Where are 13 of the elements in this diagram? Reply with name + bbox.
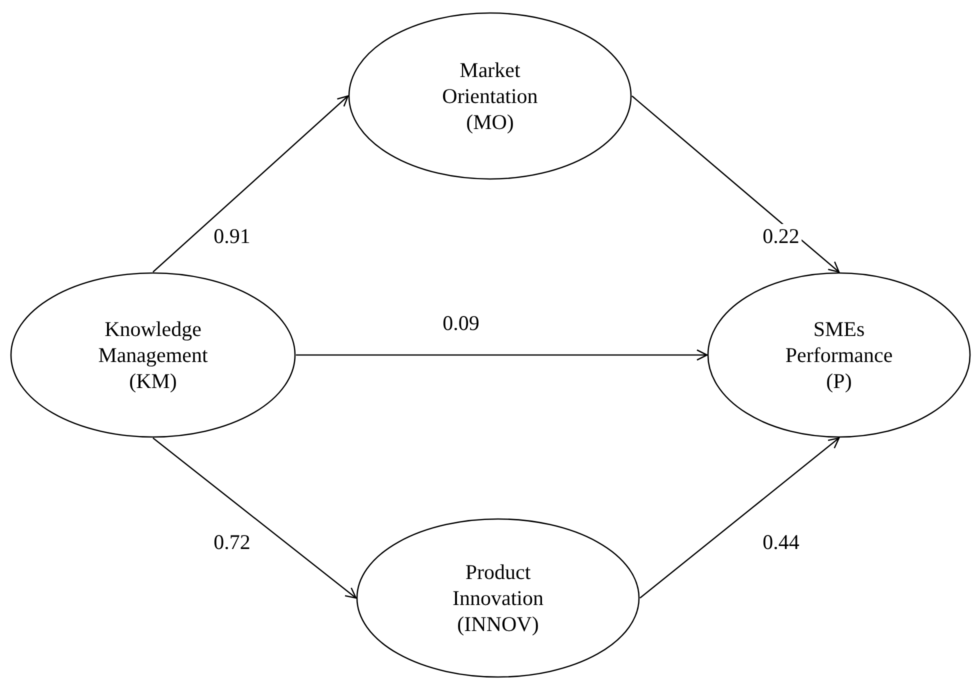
arrow: [152, 95, 349, 272]
ellipse-node: [707, 272, 971, 438]
node-label: Knowledge Management (KM): [97, 316, 209, 394]
node-label: Market Orientation (MO): [441, 57, 539, 135]
arrow: [632, 96, 840, 273]
node-label: Product Innovation (INNOV): [452, 559, 544, 637]
arrow: [152, 437, 357, 599]
ellipse-node: [356, 518, 640, 678]
ellipse-node: [348, 12, 632, 180]
ellipse-node: [10, 272, 296, 438]
node-label: SMEs Performance (P): [784, 316, 894, 394]
arrow: [640, 437, 840, 598]
arrow: [296, 349, 708, 361]
